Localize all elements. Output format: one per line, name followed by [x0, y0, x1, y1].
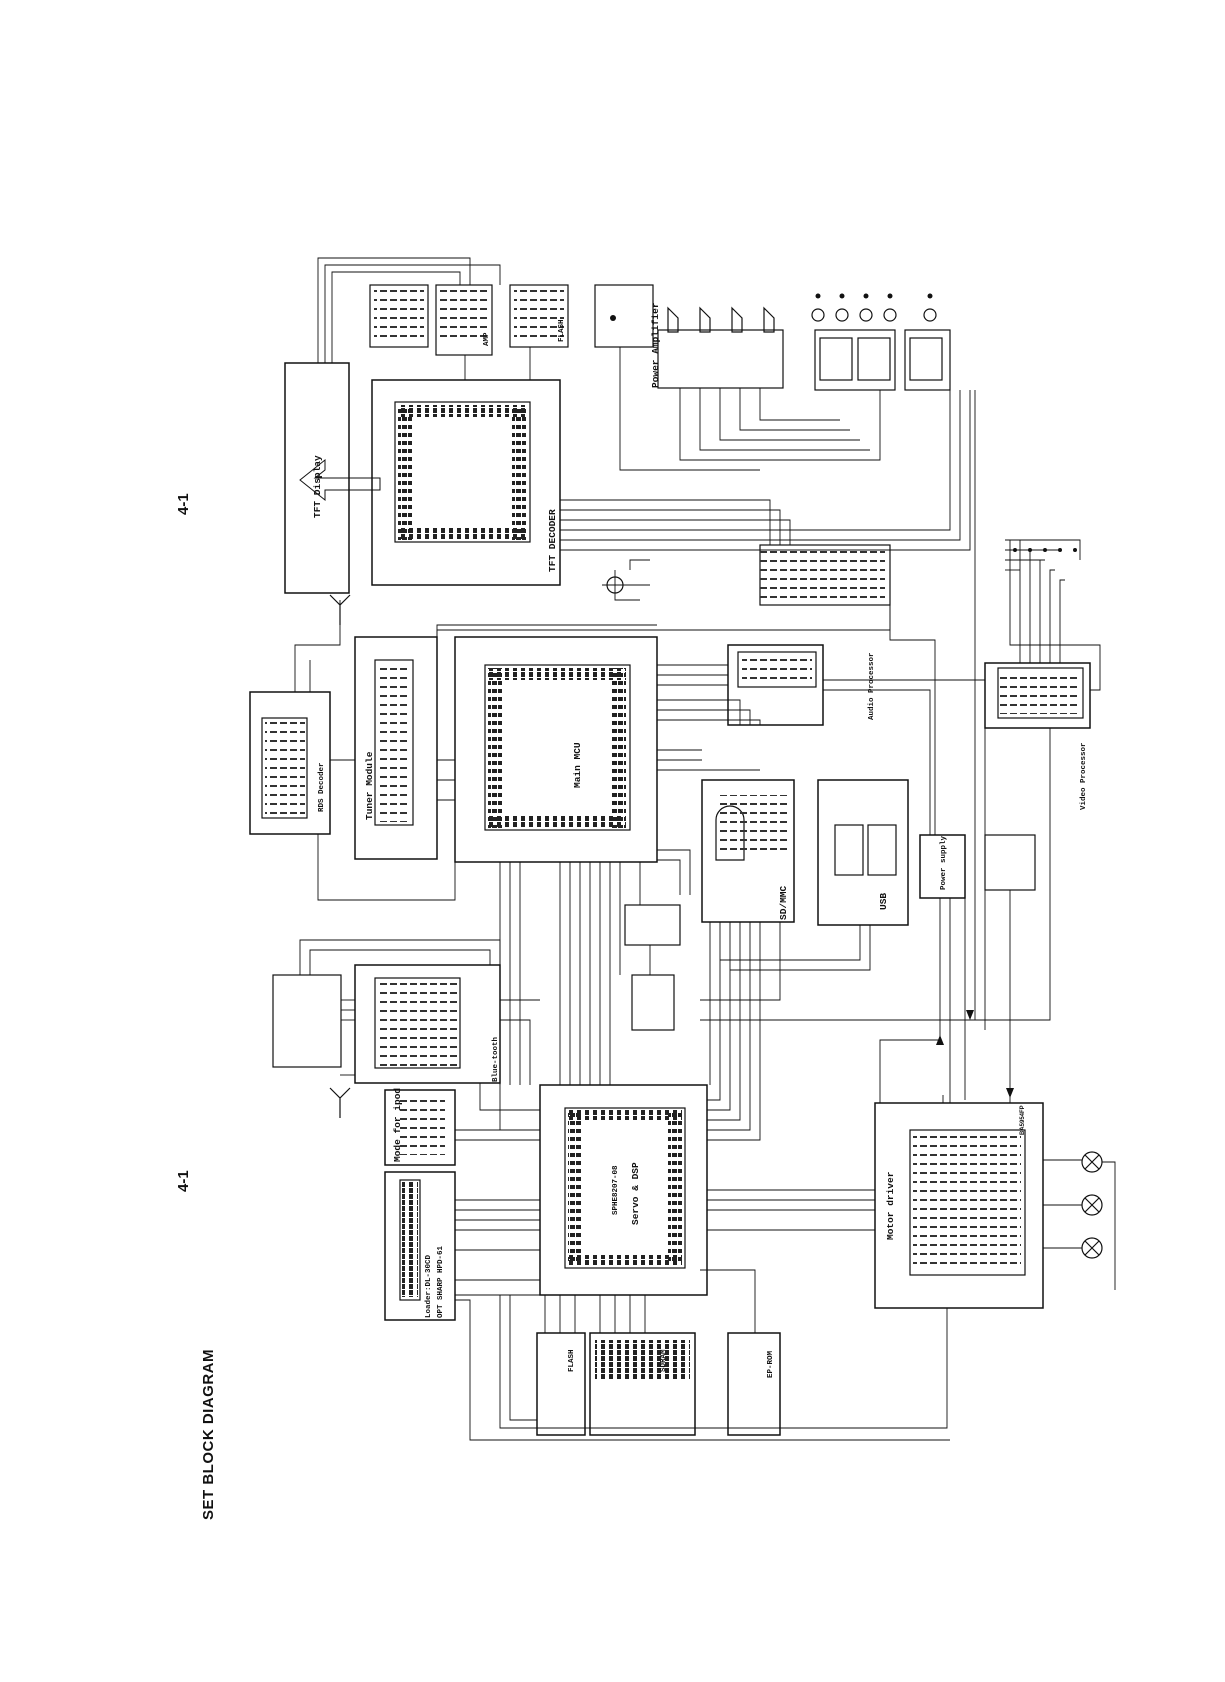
amp-label: AMP — [483, 332, 491, 346]
power-supply-label: Power supply — [940, 835, 948, 890]
motor-driver-block — [874, 1102, 1044, 1309]
main-mcu-label: Main MCU — [572, 742, 583, 788]
bt-antenna-block — [272, 974, 342, 1068]
servo-dsp-label: Servo & DSP — [630, 1162, 641, 1225]
page-number-bottom: 4-1 — [175, 1170, 192, 1192]
loader-block — [384, 1171, 456, 1321]
page-heading: SET BLOCK DIAGRAM — [200, 1349, 217, 1520]
loader-label-line1: Loader:DL-30CD — [425, 1254, 433, 1318]
opamp-block-2 — [631, 974, 675, 1031]
regulator-block — [984, 834, 1036, 891]
sensor-block — [594, 284, 654, 348]
tft-decoder-block — [371, 379, 561, 586]
ep-rom-label: EP-ROM — [767, 1350, 775, 1378]
servo-dsp-chip-label: SPHE8207-08 — [612, 1165, 620, 1215]
tft-display-label: TFT Display — [312, 455, 323, 518]
ic-block-1 — [369, 284, 429, 348]
video-processor-label: Video Processor — [1080, 742, 1088, 810]
rds-decoder-block — [249, 691, 331, 835]
opamp-block-1 — [624, 904, 681, 946]
audio-processor-label: Audio Processor — [868, 652, 876, 720]
main-mcu-block — [454, 636, 658, 863]
mode-for-ipod-label: Mode for ipod — [392, 1087, 403, 1162]
bluetooth-label: Blue-tooth — [492, 1036, 500, 1082]
line-out-block-1 — [814, 329, 896, 391]
power-amplifier-label: Power Amplifier — [650, 302, 661, 388]
rds-decoder-label: RDS Decoder — [318, 762, 326, 812]
motor-driver-label: Motor driver — [885, 1171, 896, 1240]
ipod-block — [384, 1089, 456, 1166]
tuner-module-block — [354, 636, 438, 860]
power-supply-block — [919, 834, 966, 899]
flash-top-block — [509, 284, 569, 348]
video-processor-block — [984, 662, 1091, 729]
usb-block — [817, 779, 909, 926]
loader-label-line2: OPT SHARP HPD-61 — [437, 1245, 445, 1318]
flash-top-label: FLASH — [558, 319, 566, 342]
flash-bottom-block — [536, 1332, 586, 1436]
usb-label: USB — [878, 892, 889, 910]
sdram-block — [589, 1332, 696, 1436]
motors — [1081, 1151, 1103, 1259]
sd-mmc-label: SD/MMC — [778, 885, 789, 920]
power-amplifier-block — [657, 329, 784, 389]
amp-block — [435, 284, 493, 356]
tft-decoder-label: TFT DECODER — [547, 509, 558, 572]
sdram-label: SDRAM — [660, 1349, 668, 1372]
rca-jacks — [811, 308, 937, 322]
speakers — [667, 306, 775, 333]
motor-driver-chip-label: BA5954FP — [1020, 1105, 1026, 1135]
page-number-top: 4-1 — [175, 493, 192, 515]
tuner-module-label: Tuner Module — [364, 751, 375, 820]
ep-rom-block — [727, 1332, 781, 1436]
sd-mmc-block — [701, 779, 795, 923]
flash-bottom-label: FLASH — [568, 1349, 576, 1372]
line-out-block-2 — [904, 329, 951, 391]
